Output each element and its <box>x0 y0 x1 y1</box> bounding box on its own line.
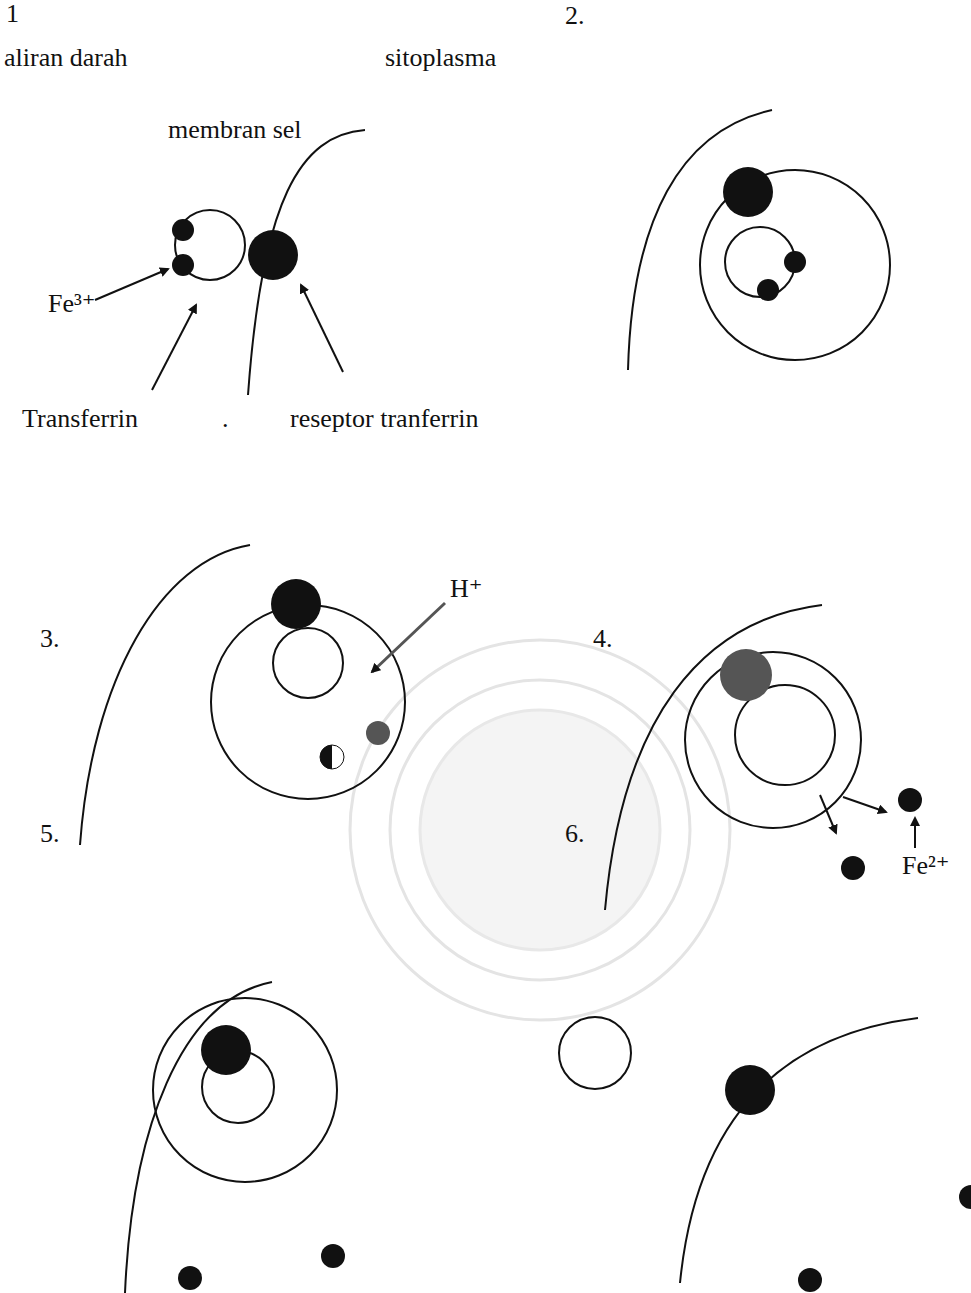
transferrin <box>273 628 343 698</box>
iron-dot <box>320 745 344 769</box>
step-number: 1 <box>6 0 19 29</box>
step-number: 6. <box>565 820 585 849</box>
endosome <box>153 998 337 1182</box>
step-number: 4. <box>593 625 613 654</box>
cell-membrane <box>680 1018 918 1283</box>
transferrin-receptor <box>725 1065 775 1115</box>
leader-arrow <box>301 285 343 372</box>
cell-membrane <box>628 110 772 370</box>
step-number: 2. <box>565 2 585 31</box>
transferrin-receptor <box>248 230 298 280</box>
leader-arrow <box>95 269 168 300</box>
iron-dot <box>784 251 806 273</box>
cell-membrane <box>125 982 272 1293</box>
iron-dot <box>178 1266 202 1290</box>
part-label: membran sel <box>168 116 302 145</box>
iron-dot <box>321 1244 345 1268</box>
iron-dot <box>898 788 922 812</box>
step-number: 5. <box>40 820 60 849</box>
transferrin <box>559 1017 631 1089</box>
dot-mark: . <box>222 405 229 434</box>
release-arrow <box>843 797 886 812</box>
iron-dot <box>959 1185 971 1209</box>
part-label: reseptor tranferrin <box>290 405 478 434</box>
ion-label: H⁺ <box>450 575 483 604</box>
iron-dot <box>366 721 390 745</box>
part-label: Transferrin <box>22 405 138 434</box>
leader-arrow <box>152 305 196 390</box>
region-label: sitoplasma <box>385 44 496 73</box>
transferrin-receptor <box>720 649 772 701</box>
leader-arrow <box>914 818 916 848</box>
endosome <box>685 652 861 828</box>
transferrin-receptor <box>723 167 773 217</box>
iron-dot <box>841 856 865 880</box>
ion-label: Fe²⁺ <box>902 852 950 881</box>
region-label: aliran darah <box>4 44 127 73</box>
transferrin-receptor <box>201 1025 251 1075</box>
iron-dot <box>757 279 779 301</box>
release-arrow <box>820 795 836 833</box>
cell-membrane <box>605 605 822 910</box>
watermark-emblem <box>350 640 730 1020</box>
transferrin-receptor <box>271 579 321 629</box>
cell-membrane <box>248 130 365 395</box>
iron-dot <box>798 1268 822 1292</box>
cell-membrane <box>80 545 250 845</box>
step-number: 3. <box>40 625 60 654</box>
leader-arrow <box>372 603 445 672</box>
iron-dot <box>172 254 194 276</box>
ion-label: Fe³⁺ <box>48 290 96 319</box>
iron-dot <box>172 219 194 241</box>
endosome <box>211 605 405 799</box>
iron-dot <box>320 745 332 769</box>
